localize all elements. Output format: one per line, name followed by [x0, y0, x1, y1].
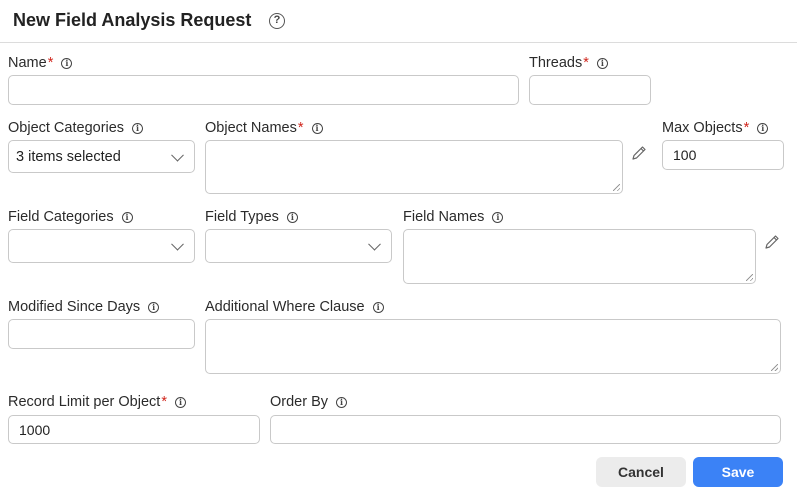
modified-since-days-label: Modified Since Days i: [8, 299, 160, 315]
info-icon[interactable]: i: [311, 122, 323, 134]
object-categories-label: Object Categories i: [8, 120, 144, 136]
object-categories-label-text: Object Categories: [8, 120, 125, 136]
info-icon[interactable]: i: [757, 122, 769, 134]
info-icon[interactable]: i: [596, 57, 608, 69]
info-icon[interactable]: i: [61, 57, 73, 69]
field-categories-select[interactable]: [8, 229, 195, 263]
info-icon[interactable]: i: [286, 211, 298, 223]
field-names-textarea[interactable]: [403, 229, 756, 284]
resize-handle[interactable]: [746, 274, 753, 281]
info-icon[interactable]: i: [148, 301, 160, 313]
required-marker: *: [583, 55, 589, 71]
threads-label-text: Threads: [529, 55, 583, 71]
record-limit-input-value: 1000: [19, 421, 51, 438]
modified-since-days-input[interactable]: [8, 319, 195, 349]
field-names-label-text: Field Names: [403, 209, 485, 225]
object-names-label: Object Names* i: [205, 120, 323, 136]
info-icon[interactable]: i: [174, 396, 186, 408]
threads-input[interactable]: [529, 75, 651, 105]
max-objects-label-text: Max Objects: [662, 120, 743, 136]
object-categories-selected-value: 3 items selected: [16, 148, 121, 165]
max-objects-input-value: 100: [673, 147, 697, 163]
required-marker: *: [743, 120, 750, 136]
name-label-text: Name: [8, 55, 47, 71]
info-icon[interactable]: i: [492, 211, 504, 223]
field-types-label: Field Types i: [205, 209, 298, 225]
chevron-down-icon: [171, 148, 184, 162]
dialog-title: New Field Analysis Request: [13, 10, 252, 30]
info-icon[interactable]: i: [336, 396, 348, 408]
required-marker: *: [47, 55, 54, 71]
threads-label: Threads* i: [529, 55, 608, 71]
modified-since-days-label-text: Modified Since Days: [8, 299, 141, 315]
help-icon[interactable]: ?: [269, 13, 285, 29]
name-label: Name* i: [8, 55, 73, 71]
resize-handle[interactable]: [613, 184, 620, 191]
additional-where-clause-label: Additional Where Clause i: [205, 299, 384, 315]
pencil-icon[interactable]: [631, 145, 647, 161]
field-types-select[interactable]: [205, 229, 392, 263]
additional-where-clause-label-text: Additional Where Clause: [205, 299, 365, 315]
additional-where-clause-textarea[interactable]: [205, 319, 781, 374]
resize-handle[interactable]: [771, 364, 778, 371]
field-names-label: Field Names i: [403, 209, 504, 225]
info-icon[interactable]: i: [132, 122, 144, 134]
object-categories-select[interactable]: 3 items selected: [8, 140, 195, 173]
save-button[interactable]: Save: [693, 457, 783, 487]
name-input[interactable]: [8, 75, 519, 105]
field-categories-label: Field Categories i: [8, 209, 133, 225]
field-categories-label-text: Field Categories: [8, 209, 114, 225]
cancel-button[interactable]: Cancel: [596, 457, 686, 487]
order-by-label-text: Order By: [270, 394, 329, 410]
record-limit-label: Record Limit per Object* i: [8, 394, 186, 410]
record-limit-input[interactable]: 1000: [8, 415, 260, 444]
field-types-label-text: Field Types: [205, 209, 279, 225]
max-objects-input[interactable]: 100: [662, 140, 784, 170]
object-names-label-text: Object Names: [205, 120, 297, 136]
order-by-input[interactable]: [270, 415, 781, 444]
record-limit-label-text: Record Limit per Object: [8, 394, 161, 410]
max-objects-label: Max Objects* i: [662, 120, 769, 136]
order-by-label: Order By i: [270, 394, 348, 410]
required-marker: *: [161, 394, 167, 410]
dialog-header: New Field Analysis Request ?: [0, 0, 797, 43]
object-names-textarea[interactable]: [205, 140, 623, 194]
chevron-down-icon: [368, 237, 381, 251]
info-icon[interactable]: i: [372, 301, 384, 313]
info-icon[interactable]: i: [121, 211, 133, 223]
pencil-icon[interactable]: [764, 234, 780, 250]
required-marker: *: [297, 120, 304, 136]
chevron-down-icon: [171, 237, 184, 251]
